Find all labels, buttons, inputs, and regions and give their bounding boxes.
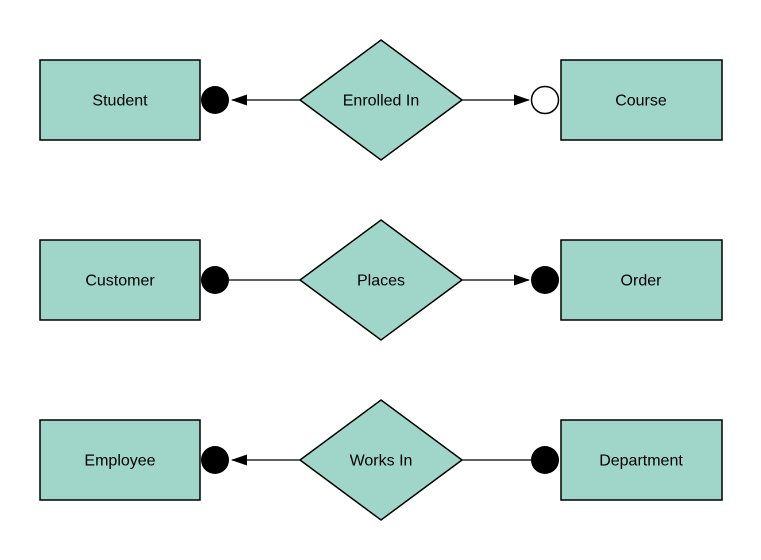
filled-dot-connector bbox=[201, 446, 229, 474]
entity-label-student: Student bbox=[92, 93, 148, 110]
entity-box-employee bbox=[39, 419, 201, 501]
relationship-row-employee-department: Employee Works In Department bbox=[39, 399, 723, 521]
entity-box-student bbox=[39, 59, 201, 141]
relationship-diamond-works-in bbox=[298, 399, 464, 521]
arrowhead-left-icon bbox=[231, 454, 247, 466]
entity-label-order: Order bbox=[621, 273, 663, 290]
arrowhead-right-icon bbox=[514, 274, 530, 286]
entity-box-course bbox=[560, 59, 723, 141]
relationship-label-enrolled-in: Enrolled In bbox=[343, 93, 420, 110]
relationship-diamond-enrolled-in bbox=[298, 39, 464, 161]
entity-box-order bbox=[560, 239, 723, 321]
arrowhead-right-icon bbox=[514, 94, 530, 106]
entity-label-department: Department bbox=[599, 453, 683, 470]
filled-dot-connector bbox=[531, 446, 559, 474]
relationship-row-customer-order: Customer Places Order bbox=[39, 219, 723, 341]
filled-dot-connector bbox=[201, 266, 229, 294]
arrowhead-left-icon bbox=[231, 94, 247, 106]
entity-box-department bbox=[560, 419, 723, 501]
filled-dot-connector bbox=[201, 86, 229, 114]
entity-label-customer: Customer bbox=[85, 273, 155, 290]
filled-dot-connector bbox=[531, 266, 559, 294]
entity-label-course: Course bbox=[615, 93, 667, 110]
relationship-diamond-places bbox=[298, 219, 464, 341]
entity-box-customer bbox=[39, 239, 201, 321]
relationship-row-student-course: Student Enrolled In Course bbox=[39, 39, 723, 161]
open-dot-connector bbox=[530, 85, 560, 115]
relationship-label-places: Places bbox=[357, 273, 405, 290]
entity-label-employee: Employee bbox=[84, 453, 155, 470]
relationship-label-works-in: Works In bbox=[350, 453, 413, 470]
